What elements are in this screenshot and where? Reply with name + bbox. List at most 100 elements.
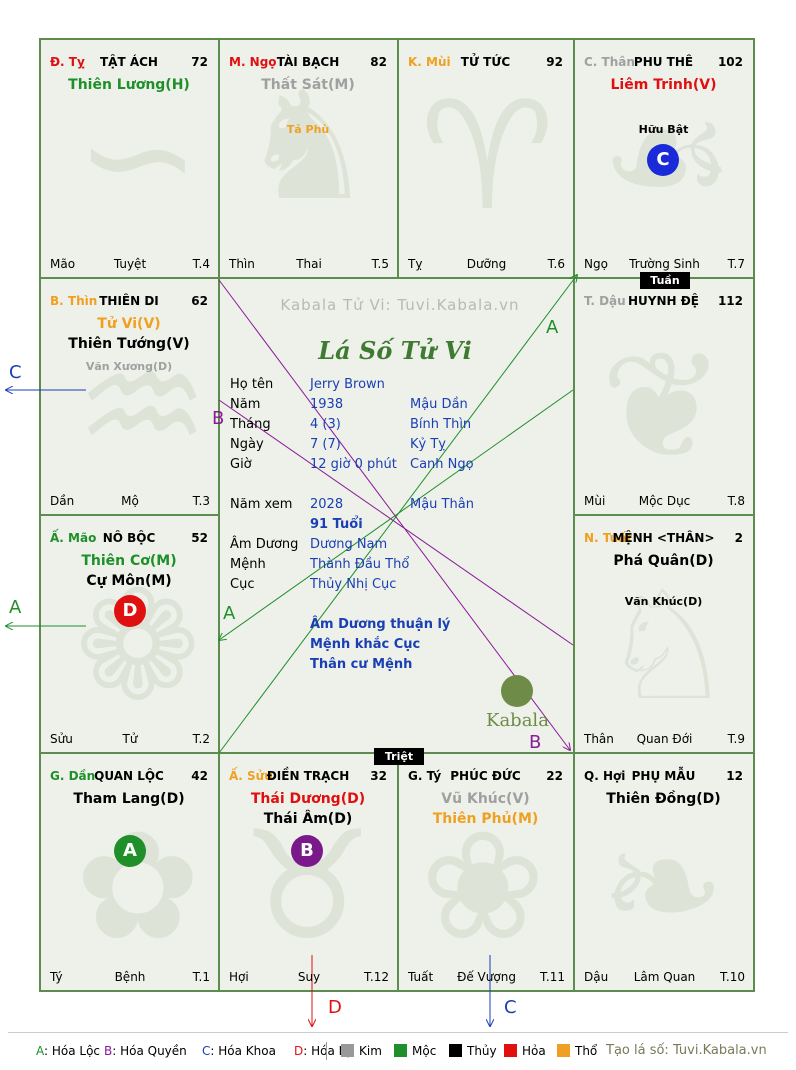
info-label: Tháng: [230, 417, 271, 432]
legend-divider: [8, 1032, 788, 1033]
kabala-logo-text: Kabala: [486, 710, 549, 731]
palace-name: MỆNH <THÂN>: [612, 531, 715, 545]
legend-element-label: Kim: [359, 1044, 382, 1058]
marker-letter-b: B: [212, 408, 225, 429]
palace-name: QUAN LỘC: [94, 769, 164, 783]
kabala-logo-icon: [501, 675, 533, 707]
palace-stem-branch: K. Mùi: [408, 55, 451, 69]
info-value: Thủy Nhị Cục: [310, 577, 397, 592]
palace-age: 22: [546, 769, 563, 783]
age-value: 91 Tuổi: [310, 517, 363, 532]
palace-month: T.8: [727, 494, 745, 508]
palace-branch-label: Mão: [50, 257, 76, 271]
main-star: Thiên Phủ(M): [432, 811, 539, 827]
main-star: Thái Âm(D): [263, 811, 353, 827]
palace-age: 92: [546, 55, 563, 69]
cat-watermark-icon: ❁: [75, 560, 201, 734]
pig-watermark-icon: ❧: [600, 800, 726, 974]
legend-transform-item: C: Hóa Khoa: [202, 1042, 276, 1060]
palace-month: T.2: [192, 732, 210, 746]
palace-branch-label: Thân: [584, 732, 614, 746]
palace-month: T.4: [192, 257, 210, 271]
info-value: Jerry Brown: [310, 377, 385, 392]
info-label: Năm: [230, 397, 261, 412]
palace-life-stage: Suy: [297, 970, 321, 984]
palace-stem-branch: N. Tuất: [584, 531, 633, 545]
tuan-tag: Tuần: [640, 272, 690, 289]
marker-letter-b: B: [529, 732, 542, 753]
legend-element-label: Thổ: [575, 1044, 598, 1058]
palace-life-stage: Mộc Dục: [638, 494, 691, 508]
info-label: Họ tên: [230, 377, 274, 392]
legend-label: : Hóa Quyền: [112, 1044, 187, 1058]
chart-title: Lá Số Tử Vi: [318, 336, 472, 365]
main-star: Thiên Cơ(M): [81, 553, 177, 569]
main-star: Phá Quân(D): [613, 553, 714, 569]
grid-line: [573, 514, 755, 516]
palace-month: T.7: [727, 257, 745, 271]
triet-tag: Triệt: [374, 748, 424, 765]
palace-month: T.12: [364, 970, 389, 984]
main-star: Thiên Đồng(D): [606, 791, 721, 807]
info-value: 12 giờ 0 phút: [310, 457, 397, 472]
palace-stem-branch: B. Thìn: [50, 294, 98, 308]
palace-stem-branch: Đ. Tỵ: [50, 55, 85, 69]
legend-separator: [326, 1042, 327, 1060]
hoa-loc-marker: A: [114, 835, 146, 867]
palace-name: PHÚC ĐỨC: [450, 769, 521, 783]
info-label: Mệnh: [230, 557, 266, 572]
palace-age: 12: [726, 769, 743, 783]
info-value-canchi: Canh Ngọ: [410, 457, 474, 472]
watermark-text: Kabala Tử Vi: Tuvi.Kabala.vn: [280, 296, 520, 314]
chart-note: Âm Dương thuận lý: [310, 617, 451, 632]
palace-name: PHỤ MẪU: [631, 769, 696, 783]
palace-stem-branch: Ấ. Mão: [50, 531, 97, 545]
element-color-swatch: [394, 1044, 407, 1057]
palace-stem-branch: C. Thân: [584, 55, 635, 69]
palace-age: 2: [734, 531, 743, 545]
palace-age: 32: [370, 769, 387, 783]
minor-star: Tả Phù: [286, 123, 330, 136]
palace-month: T.9: [727, 732, 745, 746]
legend-label: : Hóa Khoa: [210, 1044, 276, 1058]
grid-line: [218, 38, 220, 278]
legend-element-label: Mộc: [412, 1044, 437, 1058]
main-star: Liêm Trinh(V): [610, 77, 717, 93]
main-star: Cự Môn(M): [86, 573, 172, 589]
palace-month: T.10: [720, 970, 745, 984]
main-star: Thiên Tướng(V): [68, 336, 190, 352]
dog-watermark-icon: ♘: [600, 560, 735, 734]
palace-month: T.6: [547, 257, 565, 271]
info-value: 1938: [310, 397, 344, 412]
site-credit: Tạo lá số: Tuvi.Kabala.vn: [606, 1043, 767, 1058]
palace-name: HUYNH ĐỆ: [628, 294, 699, 308]
palace-branch-label: Ngọ: [584, 257, 608, 271]
palace-stem-branch: M. Ngọ: [229, 55, 277, 69]
info-value-canchi: Kỷ Tỵ: [410, 437, 446, 452]
element-color-swatch: [341, 1044, 354, 1057]
dragon-watermark-icon: ♒: [75, 320, 210, 494]
palace-name: THIÊN DI: [99, 294, 159, 308]
goat-watermark-icon: ♈: [420, 70, 555, 244]
minor-star: Văn Khúc(D): [624, 595, 703, 608]
tiger-watermark-icon: ✿: [75, 800, 201, 974]
ox-watermark-icon: ♉: [240, 800, 375, 974]
palace-life-stage: Dưỡng: [466, 257, 507, 271]
element-color-swatch: [557, 1044, 570, 1057]
minor-star: Hữu Bật: [638, 123, 689, 136]
grid-line: [39, 514, 219, 516]
rat-watermark-icon: ❀: [420, 800, 546, 974]
info-label: Năm xem: [230, 497, 293, 512]
palace-life-stage: Mộ: [121, 494, 139, 508]
hoa-quyen-marker: B: [291, 835, 323, 867]
palace-life-stage: Bệnh: [114, 970, 146, 984]
